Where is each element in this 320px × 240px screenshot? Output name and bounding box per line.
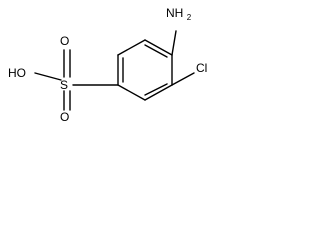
structure-svg: NH 2 Cl HO S O O (8, 6, 207, 124)
sulfur-label: S (60, 78, 68, 92)
ring-double-bond-1 (144, 44, 168, 58)
chlorine-bond (171, 72, 195, 86)
ring-bond-6 (117, 39, 146, 56)
oxygen-bottom-label: O (60, 110, 69, 124)
amine-subscript: 2 (187, 13, 192, 22)
benzene-ring (117, 39, 173, 101)
ring-bond-1 (144, 39, 173, 56)
hydroxyl-label: HO (8, 66, 26, 80)
sulfur-hydroxyl-bond (34, 72, 62, 81)
ring-bond-4 (117, 84, 146, 101)
amine-bond (171, 30, 177, 56)
amine-text: NH (166, 6, 183, 20)
chlorine-label: Cl (196, 61, 207, 75)
chemical-structure-diagram: NH 2 Cl HO S O O (0, 0, 228, 126)
amine-label: NH 2 (166, 6, 192, 22)
ring-bond-3 (144, 84, 173, 101)
ring-double-bond-2 (144, 83, 168, 96)
oxygen-top-label: O (60, 34, 69, 48)
